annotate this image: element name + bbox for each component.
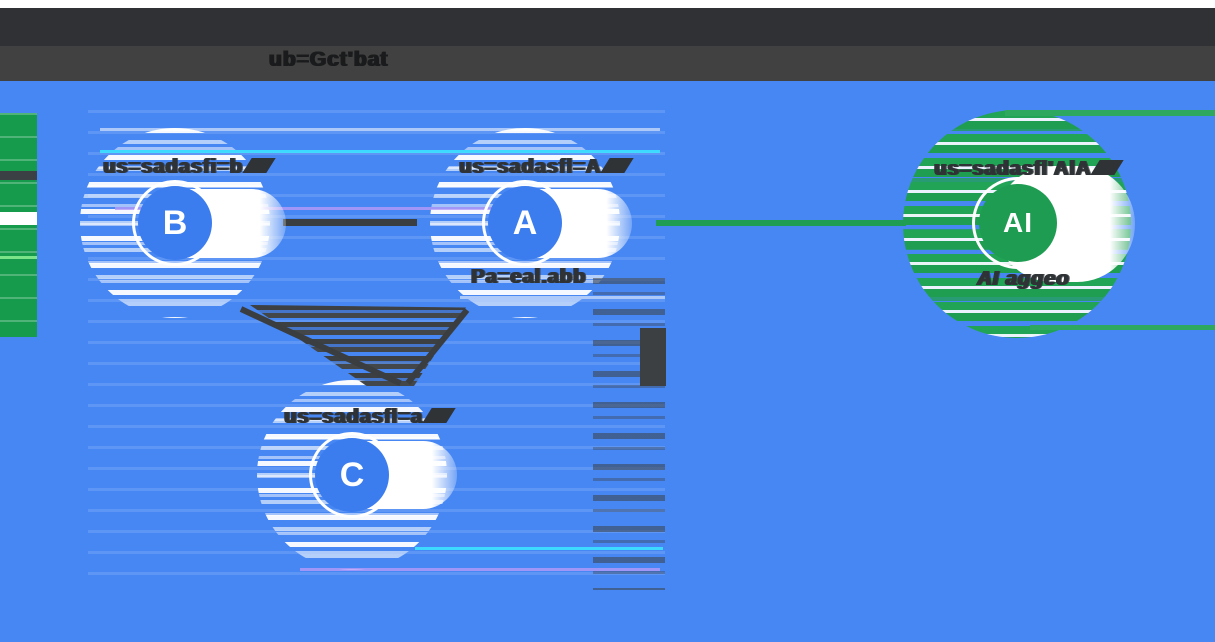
connector-a-ai — [656, 220, 906, 226]
glitch-violet-line — [115, 207, 495, 210]
node-ai-letter: AI — [979, 184, 1057, 262]
glitch-green-line-bottom — [1030, 325, 1215, 330]
glitch-smear — [422, 408, 456, 423]
node-c-letter: C — [315, 438, 389, 512]
glitch-cyan-line — [415, 547, 663, 550]
glitch-white-line — [100, 128, 660, 131]
node-b-letter: B — [138, 186, 212, 260]
node-a-letter: A — [488, 186, 562, 260]
glitch-smear — [600, 158, 634, 173]
glitch-smear — [1090, 160, 1124, 175]
glitch-dark-block — [640, 328, 666, 386]
node-c-circle: C — [309, 432, 395, 518]
node-b-label: us=sadasfi=b — [102, 156, 276, 179]
diagram-title: ub=Gct'bat — [268, 48, 388, 71]
node-ai-sublabel: AI aggeo — [976, 268, 1069, 290]
node-ai-circle: AI — [972, 177, 1064, 269]
node-c-label: us=sadasfl=a — [283, 406, 456, 429]
top-bar-dark — [0, 8, 1215, 46]
glitch-white-line — [460, 296, 665, 299]
node-a-circle: A — [482, 180, 568, 266]
node-a-label: us=sadasfl=A — [458, 156, 634, 179]
node-a-sublabel: Pa=eal.abb — [470, 266, 586, 288]
glitch-dark-column — [593, 278, 665, 590]
title-bar — [0, 46, 1215, 81]
node-b-circle: B — [132, 180, 218, 266]
glitch-cyan-line — [100, 150, 660, 153]
glitch-violet-line — [300, 568, 660, 571]
connector-b-a — [283, 219, 417, 226]
glitch-smear — [242, 158, 276, 173]
glitch-green-line-top — [1005, 110, 1215, 116]
glitch-green-column — [0, 113, 37, 337]
node-ai-label: us=sadasfl'AlA — [933, 158, 1124, 181]
